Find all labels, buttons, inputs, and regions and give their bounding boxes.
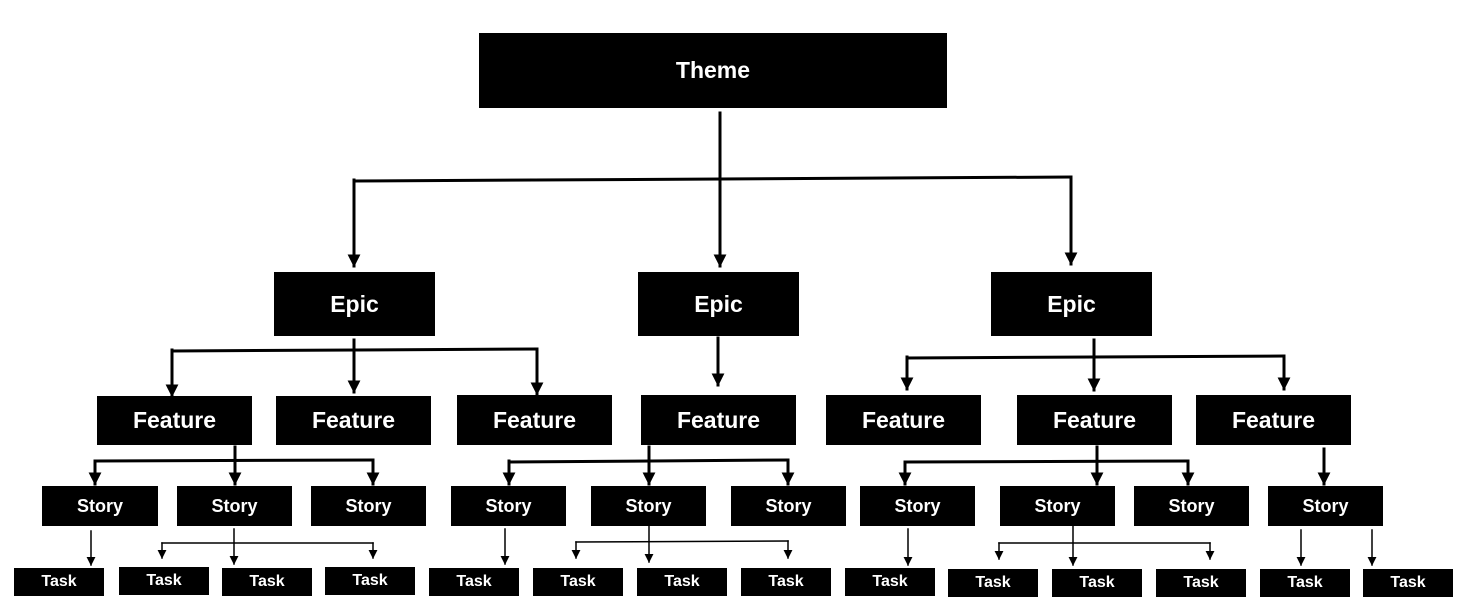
- theme-node: Theme: [479, 33, 947, 108]
- story-node-3: Story: [311, 486, 426, 526]
- task-node-8: Task: [741, 568, 831, 596]
- task-node-12: Task: [1156, 569, 1246, 597]
- task-node-10: Task: [948, 569, 1038, 597]
- task-node-6: Task: [533, 568, 623, 596]
- task-node-9: Task: [845, 568, 935, 596]
- connector-line-24: [903, 459, 1190, 464]
- story-node-4: Story: [451, 486, 566, 526]
- story-node-10: Story: [1268, 486, 1383, 526]
- story-node-2: Story: [177, 486, 292, 526]
- task-node-13: Task: [1260, 569, 1350, 597]
- connector-line-2: [352, 177, 722, 183]
- feature-node-1: Feature: [97, 396, 252, 445]
- feature-node-4: Feature: [641, 395, 796, 445]
- story-node-9: Story: [1134, 486, 1249, 526]
- story-node-7: Story: [860, 486, 975, 526]
- feature-node-6: Feature: [1017, 395, 1172, 445]
- task-node-14: Task: [1363, 569, 1453, 597]
- task-node-4: Task: [325, 567, 415, 595]
- connector-line-7: [170, 347, 539, 353]
- task-node-1: Task: [14, 568, 104, 596]
- epic-node-3: Epic: [991, 272, 1152, 336]
- connector-line-3: [718, 175, 1073, 181]
- task-node-3: Task: [222, 568, 312, 596]
- task-node-5: Task: [429, 568, 519, 596]
- story-node-8: Story: [1000, 486, 1115, 526]
- feature-node-3: Feature: [457, 395, 612, 445]
- connector-line-35: [575, 540, 789, 543]
- story-node-1: Story: [42, 486, 158, 526]
- connector-line-16: [93, 458, 375, 463]
- task-node-11: Task: [1052, 569, 1142, 597]
- epic-node-1: Epic: [274, 272, 435, 336]
- connector-line-20: [507, 458, 790, 464]
- epic-node-2: Epic: [638, 272, 799, 336]
- story-node-6: Story: [731, 486, 846, 526]
- feature-node-7: Feature: [1196, 395, 1351, 445]
- story-node-5: Story: [591, 486, 706, 526]
- task-node-2: Task: [119, 567, 209, 595]
- task-node-7: Task: [637, 568, 727, 596]
- feature-node-5: Feature: [826, 395, 981, 445]
- feature-node-2: Feature: [276, 396, 431, 445]
- connector-line-12: [905, 354, 1286, 360]
